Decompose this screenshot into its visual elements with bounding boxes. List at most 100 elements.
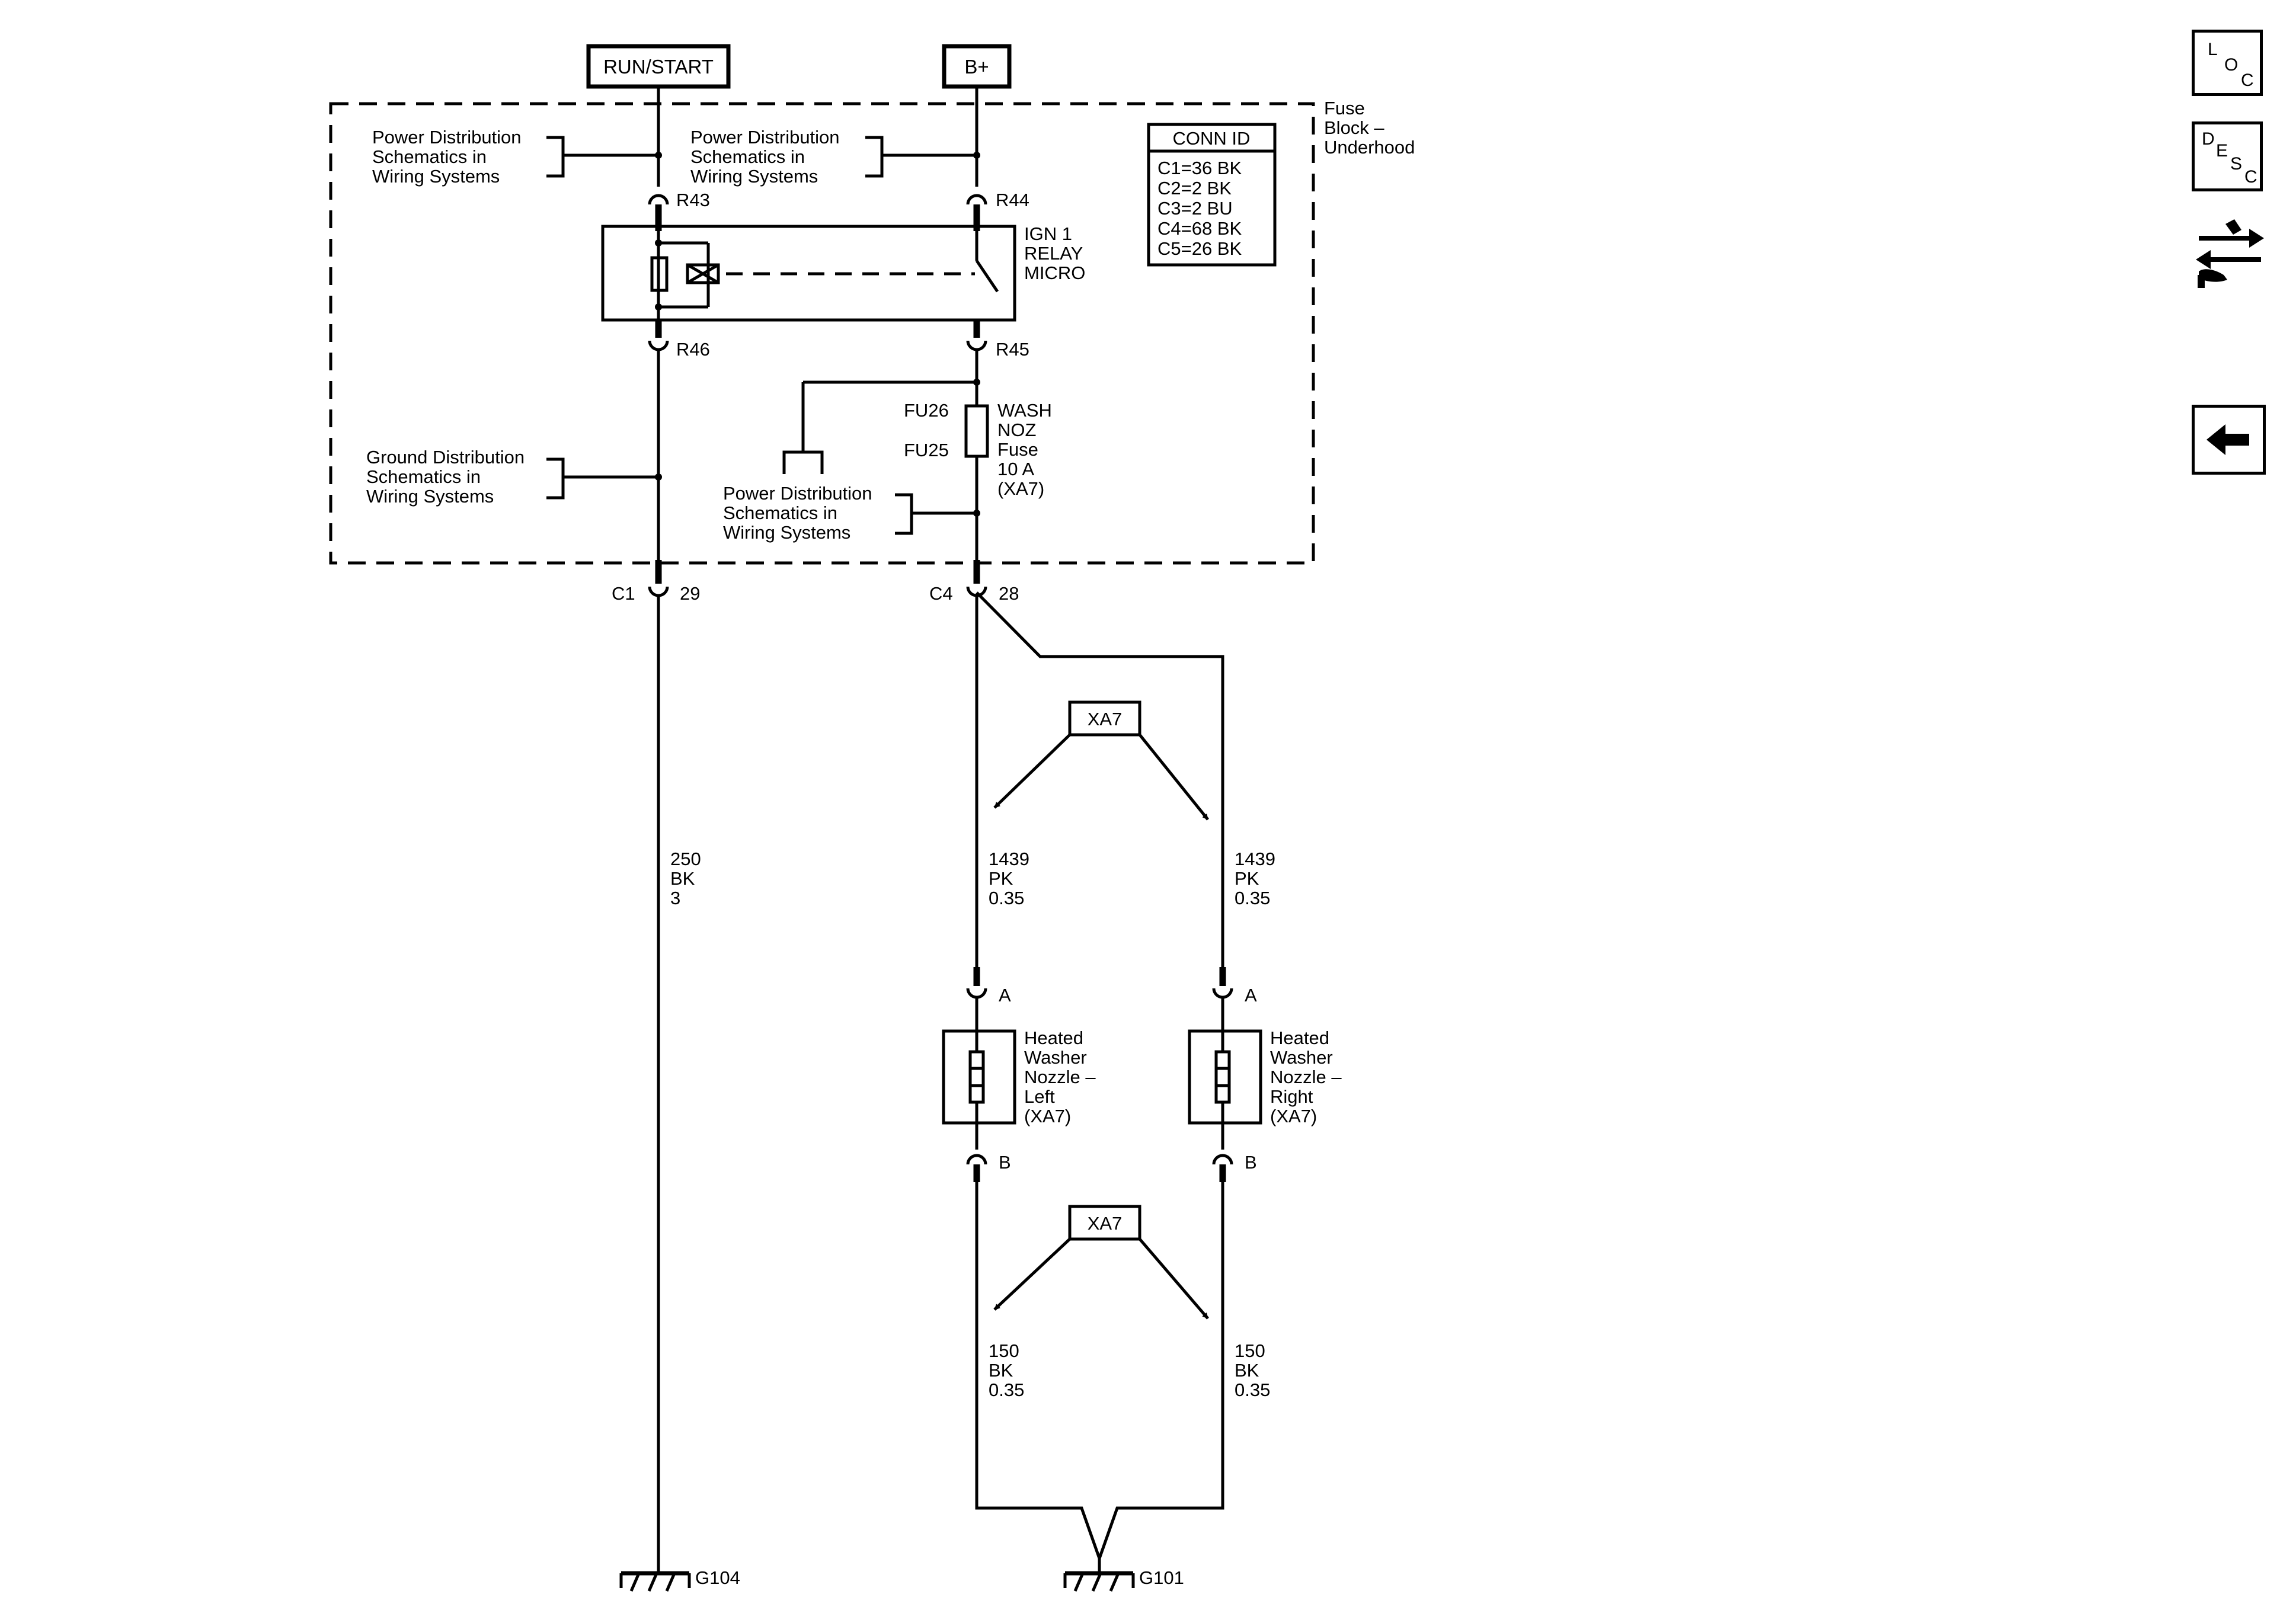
c1-pin-label: 29 (680, 583, 700, 604)
heated-washer-nozzle-left: A B Heated Washer Nozzle – Left (XA7) (942, 967, 1096, 1182)
svg-text:Fuse: Fuse (997, 439, 1038, 460)
conn-id-table: CONN ID C1=36 BK C2=2 BK C3=2 BU C4=68 B… (1147, 123, 1277, 267)
svg-text:Schematics in: Schematics in (372, 146, 487, 167)
svg-text:G104: G104 (695, 1567, 740, 1588)
power-distribution-ref-right: Power Distribution Schematics in Wiring … (690, 127, 980, 187)
desc-letter-e: E (2216, 141, 2228, 161)
connector-a-left (966, 988, 987, 999)
svg-text:IGN 1: IGN 1 (1024, 223, 1072, 244)
c4-label: C4 (929, 583, 953, 604)
svg-text:10 A: 10 A (997, 459, 1034, 479)
ground-g101: G101 (1063, 1567, 1184, 1592)
fuse-element (964, 404, 989, 458)
loc-letter-l: L (2208, 40, 2218, 59)
conn-id-row: C1=36 BK (1157, 158, 1242, 178)
connector-r45 (966, 340, 987, 351)
svg-text:XA7: XA7 (1088, 1213, 1123, 1234)
desc-button[interactable]: D E S C (2192, 121, 2263, 191)
svg-text:Block –: Block – (1324, 117, 1384, 138)
ground-g104: G104 (619, 1567, 740, 1592)
pin-r43-label: R43 (676, 190, 710, 210)
svg-text:Right: Right (1270, 1086, 1313, 1107)
wire-label-left-ground: 150 BK 0.35 (989, 1340, 1024, 1400)
svg-text:Nozzle –: Nozzle – (1270, 1067, 1342, 1087)
ground-distribution-ref: Ground Distribution Schematics in Wiring… (366, 447, 662, 507)
svg-text:Heated: Heated (1270, 1028, 1329, 1048)
relay-switch (975, 260, 999, 293)
conn-id-row: C5=26 BK (1157, 238, 1242, 259)
conn-id-row: C2=2 BK (1157, 178, 1232, 199)
conn-id-row: C4=68 BK (1157, 218, 1242, 239)
connector-a-right (1212, 988, 1233, 999)
wire-label-right-supply: 1439 PK 0.35 (1235, 849, 1275, 908)
svg-text:PK: PK (1235, 868, 1259, 889)
fuse-block-title: Fuse Block – Underhood (1324, 98, 1415, 158)
pin-r44-label: R44 (996, 190, 1029, 210)
svg-text:XA7: XA7 (1088, 709, 1123, 729)
connector-b-left (966, 1154, 987, 1165)
relay-resistor (650, 256, 669, 292)
svg-text:(XA7): (XA7) (1024, 1106, 1071, 1126)
svg-text:Left: Left (1024, 1086, 1055, 1107)
svg-text:B: B (999, 1152, 1011, 1173)
svg-text:NOZ: NOZ (997, 420, 1036, 440)
wire-label-right-ground: 150 BK 0.35 (1235, 1340, 1270, 1400)
loc-letter-o: O (2224, 55, 2239, 75)
svg-text:WASH: WASH (997, 400, 1052, 421)
svg-text:Heated: Heated (1024, 1028, 1083, 1048)
b-plus-source: B+ (942, 44, 1012, 89)
svg-text:Ground Distribution: Ground Distribution (366, 447, 525, 468)
svg-text:Underhood: Underhood (1324, 137, 1415, 158)
svg-text:A: A (999, 985, 1011, 1006)
wire-label-ground-feed: 250 BK 3 (670, 849, 701, 908)
loc-letter-c: C (2241, 71, 2254, 90)
svg-text:1439: 1439 (989, 849, 1029, 869)
back-button[interactable] (2192, 405, 2266, 475)
svg-text:B: B (1245, 1152, 1257, 1173)
desc-letter-c: C (2244, 167, 2257, 187)
svg-text:250: 250 (670, 849, 701, 869)
svg-text:0.35: 0.35 (989, 1379, 1024, 1400)
run-start-source: RUN/START (586, 44, 731, 89)
loc-button[interactable]: L O C (2192, 30, 2263, 96)
heated-washer-nozzle-right: A B Heated Washer Nozzle – Right (XA7) (1188, 967, 1342, 1182)
ign1-relay: IGN 1 RELAY MICRO (601, 223, 1085, 322)
svg-text:Wiring Systems: Wiring Systems (723, 522, 850, 543)
svg-text:150: 150 (989, 1340, 1019, 1361)
back-arrow-icon (2207, 424, 2249, 455)
svg-text:Wiring Systems: Wiring Systems (690, 166, 818, 187)
conn-id-row: C3=2 BU (1157, 198, 1233, 219)
power-distribution-ref-fuse: Power Distribution Schematics in Wiring … (723, 483, 980, 543)
svg-text:0.35: 0.35 (1235, 1379, 1270, 1400)
wire-label-left-supply: 1439 PK 0.35 (989, 849, 1029, 908)
svg-text:0.35: 0.35 (1235, 888, 1270, 908)
svg-text:Power Distribution: Power Distribution (372, 127, 522, 148)
svg-text:Schematics in: Schematics in (366, 466, 481, 487)
connector-b-right (1212, 1154, 1233, 1165)
desc-letter-d: D (2202, 129, 2215, 149)
svg-text:G101: G101 (1139, 1567, 1184, 1588)
svg-text:Wiring Systems: Wiring Systems (372, 166, 500, 187)
option-xa7-upper: XA7 (993, 700, 1209, 821)
heater-element-right (1214, 1050, 1231, 1104)
svg-text:3: 3 (670, 888, 680, 908)
svg-text:(XA7): (XA7) (1270, 1106, 1317, 1126)
svg-text:Power Distribution: Power Distribution (723, 483, 872, 504)
svg-text:BK: BK (670, 868, 695, 889)
c4-pin-label: 28 (999, 583, 1019, 604)
b-plus-label: B+ (964, 56, 989, 78)
pin-r46-label: R46 (676, 339, 710, 360)
connector-repair-button[interactable] (2193, 213, 2267, 290)
svg-text:RELAY: RELAY (1024, 243, 1083, 264)
svg-text:Wiring Systems: Wiring Systems (366, 486, 494, 507)
svg-text:BK: BK (1235, 1360, 1259, 1381)
svg-text:(XA7): (XA7) (997, 478, 1044, 499)
svg-text:Power Distribution: Power Distribution (690, 127, 840, 148)
connector-r44 (966, 194, 987, 205)
heater-element-left (968, 1050, 985, 1104)
svg-text:Fuse: Fuse (1324, 98, 1365, 119)
c1-label: C1 (612, 583, 635, 604)
fu25-label: FU25 (904, 440, 949, 460)
svg-text:0.35: 0.35 (989, 888, 1024, 908)
